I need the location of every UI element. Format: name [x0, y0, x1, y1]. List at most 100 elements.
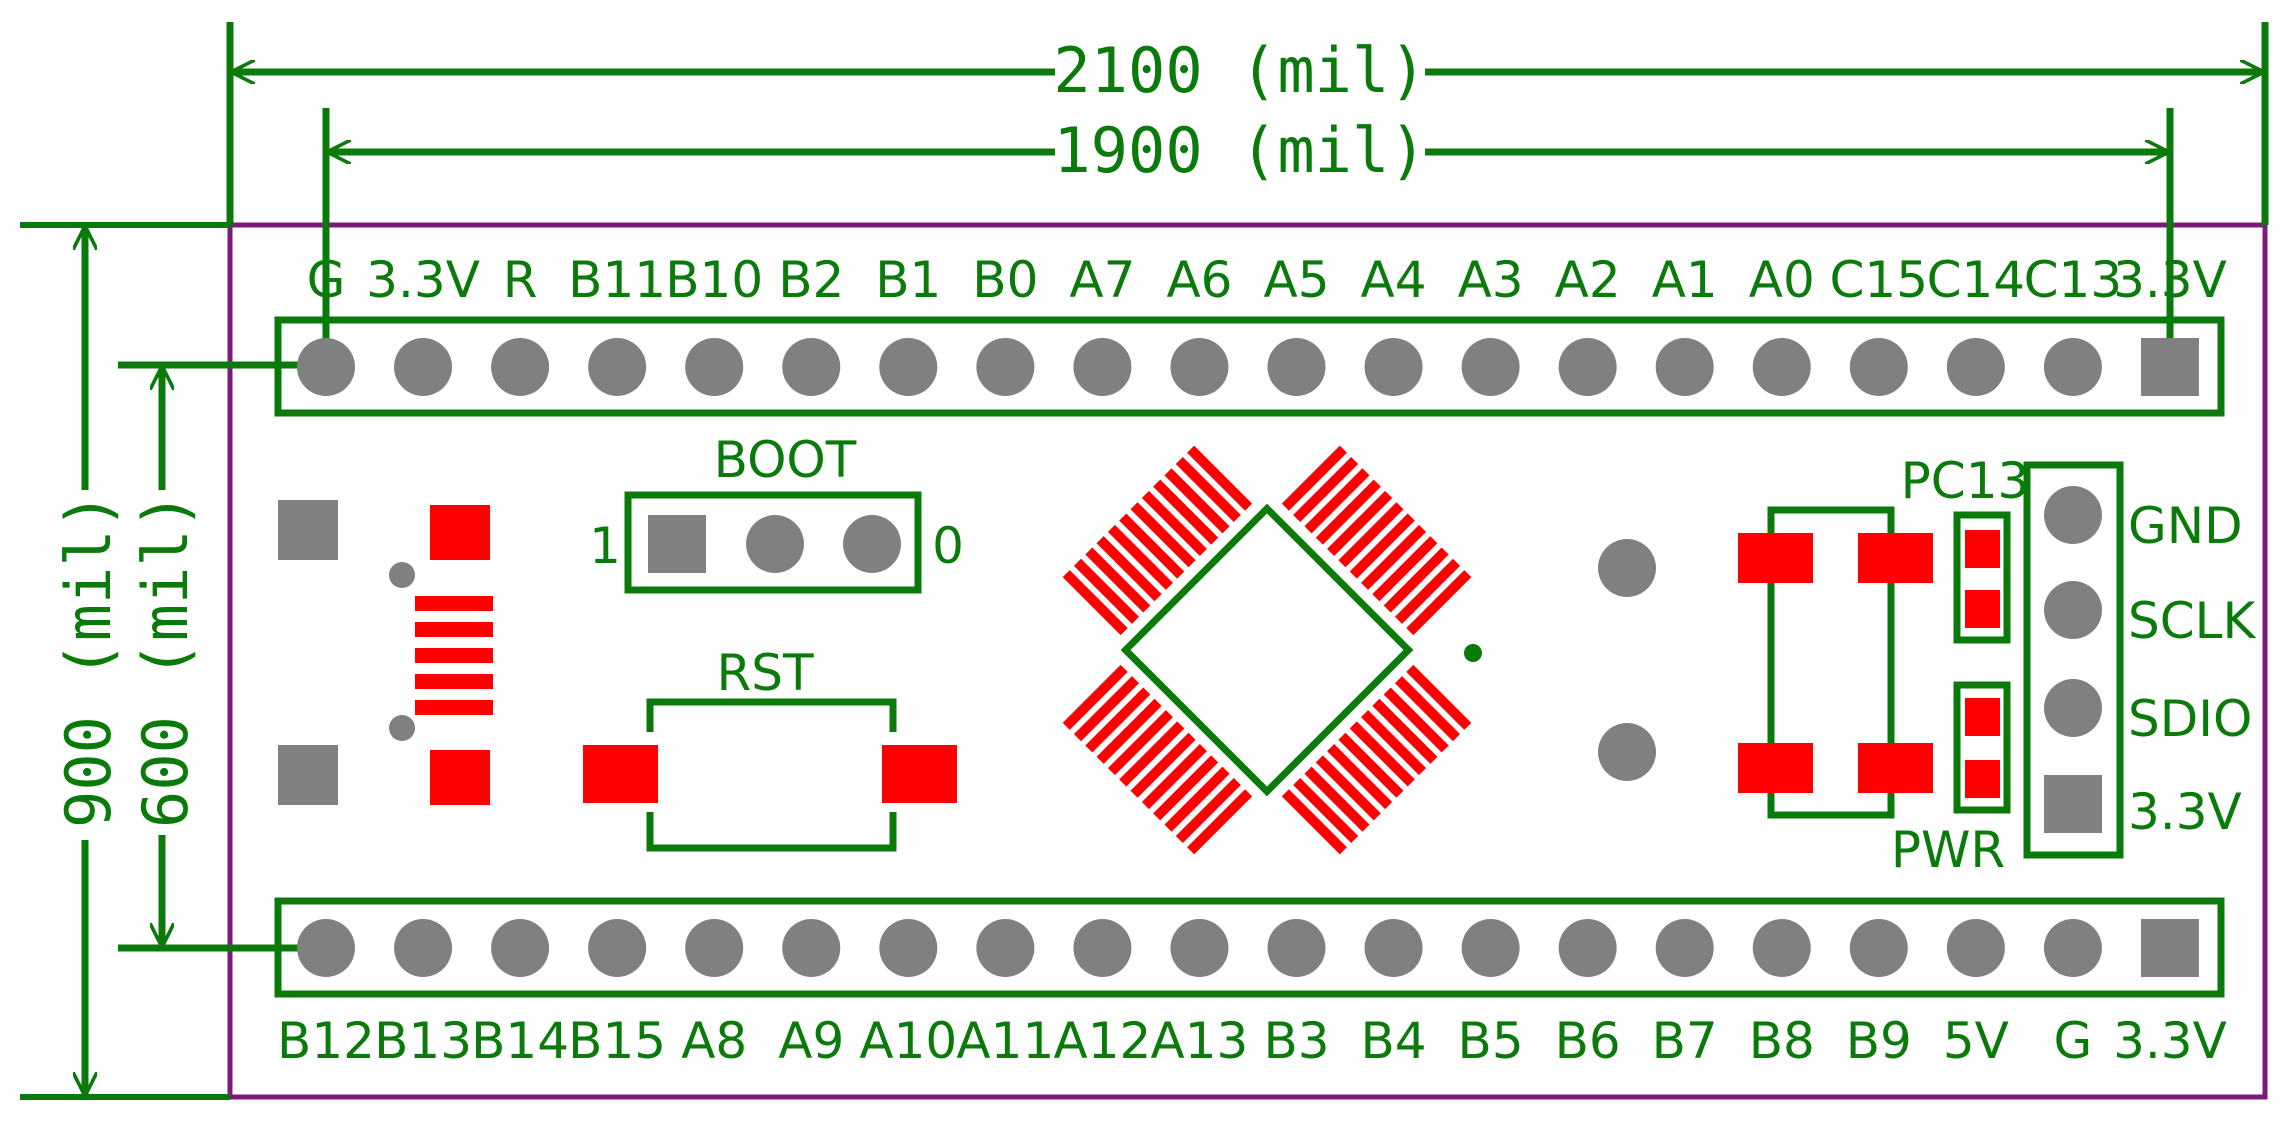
mcu-pin [1085, 547, 1151, 613]
bottom-header-pin-label: B8 [1749, 1012, 1815, 1070]
mcu-pin [1327, 490, 1393, 556]
mcu-pin [1107, 524, 1173, 590]
top-header-pin-label: A3 [1458, 251, 1524, 309]
top-header-pin [976, 338, 1035, 396]
bottom-header-pin-label: B14 [471, 1012, 569, 1070]
mcu-pin [1141, 490, 1207, 556]
usb-shield-pad-top [278, 500, 338, 560]
mcu-pin [1062, 570, 1128, 636]
top-header-pin [394, 338, 453, 396]
usb-hole-bottom [389, 715, 415, 741]
dimension-width-total: 2100 (mil) [226, 22, 2269, 225]
mcu-pin [1096, 698, 1162, 764]
bottom-header-pin-label: B12 [277, 1012, 375, 1070]
bottom-header-pin [1170, 919, 1229, 977]
mcu-pin [1119, 513, 1185, 579]
dimension-height-total: 900 (mil) [52, 227, 125, 1095]
top-header-pins [297, 338, 2199, 396]
top-header-pin-label: 3.3V [366, 251, 480, 309]
top-header-pin [1073, 338, 1132, 396]
top-header-pin-label: R [503, 251, 538, 309]
mcu-pin [1281, 789, 1347, 855]
top-header-pin-label: B10 [665, 251, 763, 309]
swd-label-sclk: SCLK [2128, 592, 2257, 650]
component-pad [1858, 743, 1933, 793]
dimension-height-total-label: 900 (mil) [52, 492, 125, 828]
boot-label-right: 0 [932, 517, 964, 575]
boot-label-left: 1 [589, 517, 621, 575]
top-header-pin-label: A7 [1069, 251, 1135, 309]
top-header-pin-label: A4 [1361, 251, 1427, 309]
reset-pad-right [882, 745, 957, 803]
swd-header: GND SCLK SDIO 3.3V [2023, 461, 2257, 859]
bottom-header-pin-label: B4 [1360, 1012, 1426, 1070]
bottom-header-pin-label: B7 [1652, 1012, 1718, 1070]
top-header-pin [297, 338, 355, 396]
mcu-pin [1383, 687, 1449, 753]
mcu-pin [1153, 479, 1219, 545]
bottom-header-pin-label: B9 [1846, 1012, 1912, 1070]
top-header-pin [1461, 338, 1520, 396]
bottom-header-pin-label: A9 [778, 1012, 844, 1070]
mcu-pin [1315, 755, 1381, 821]
top-header-pin-label: C13 [2024, 251, 2123, 309]
top-header-pin-label: G [307, 251, 346, 309]
bottom-header-pin [491, 919, 550, 977]
mcu-pin [1085, 687, 1151, 753]
top-header-pin [1267, 338, 1326, 396]
bottom-header-pin [685, 919, 744, 977]
usb-signal-pad [415, 674, 493, 689]
bottom-header-pin [1849, 919, 1908, 977]
usb-connector [278, 500, 493, 805]
led-switch-block [1738, 506, 1933, 819]
mcu-pin [1062, 664, 1128, 730]
bottom-header-pin [297, 919, 355, 977]
usb-shield-pad-bottom [278, 745, 338, 805]
bottom-header-pin-square [2140, 919, 2199, 977]
led-pwr: PWR [1891, 681, 2011, 879]
boot-pin [746, 515, 804, 573]
top-header-pin [879, 338, 938, 396]
mcu-pin [1394, 676, 1461, 742]
mcu-pin [1175, 777, 1241, 844]
bottom-header-pin [1461, 919, 1520, 977]
top-header-pin [491, 338, 550, 396]
bottom-header-pin [879, 919, 938, 977]
bottom-header-pin-label: A10 [859, 1012, 957, 1070]
usb-signal-pad [415, 648, 493, 663]
bottom-header-pin-label: A13 [1151, 1012, 1249, 1070]
top-header-pin [1170, 338, 1229, 396]
top-header-pin-label: B11 [568, 251, 666, 309]
top-header-pin-label: A6 [1166, 251, 1232, 309]
mcu-pin [1361, 710, 1427, 776]
top-header-pin-label: B2 [778, 251, 844, 309]
mcu-chip [1062, 445, 1482, 855]
bottom-header-pin-label: B13 [374, 1012, 472, 1070]
bottom-header-pin-label: 3.3V [2113, 1012, 2227, 1070]
bottom-header-pin [1364, 919, 1423, 977]
boot-jumper: BOOT 1 0 [589, 431, 964, 594]
bottom-header-pin-label: B15 [568, 1012, 666, 1070]
swd-pin [2044, 486, 2102, 544]
mcu-pin [1361, 524, 1427, 590]
mcu-pin [1349, 513, 1415, 579]
swd-pin [2044, 581, 2102, 639]
mcu-pin [1281, 445, 1347, 511]
bottom-header-pin-label: B3 [1263, 1012, 1329, 1070]
boot-pin [843, 515, 901, 573]
bottom-header-pin [976, 919, 1035, 977]
mcu-body [1120, 503, 1414, 797]
component-outline [1767, 506, 1895, 819]
top-header-pin [1364, 338, 1423, 396]
mcu-pin [1187, 789, 1253, 855]
top-header-pin [588, 338, 647, 396]
top-header-pin [1558, 338, 1617, 396]
mcu-pin [1130, 502, 1196, 568]
swd-pin [2044, 679, 2102, 737]
component-pad [1738, 743, 1813, 793]
bottom-header-pin-label: 5V [1943, 1012, 2009, 1070]
mcu-pin [1338, 732, 1404, 798]
mcu-pin [1372, 698, 1438, 764]
